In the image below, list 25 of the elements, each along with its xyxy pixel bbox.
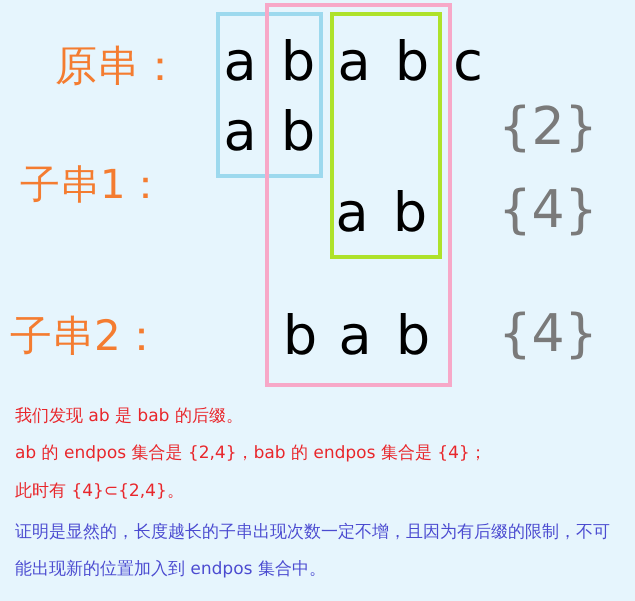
letter: b — [282, 309, 318, 363]
letter: c — [453, 35, 483, 89]
row-label: 子串2： — [10, 315, 163, 357]
endpos-set: {4} — [498, 184, 598, 236]
letter: b — [396, 309, 430, 363]
highlight-box — [330, 12, 442, 259]
letter: b — [394, 35, 430, 89]
letter: a — [335, 186, 369, 240]
highlight-box — [265, 3, 452, 387]
letter: b — [280, 105, 316, 159]
letter: a — [223, 105, 257, 159]
endpos-set: {2} — [498, 101, 598, 153]
note-text: ab 的 endpos 集合是 {2,4}，bab 的 endpos 集合是 {4}； — [15, 445, 487, 462]
row-label: 子串1： — [20, 165, 166, 205]
note-text: 此时有 {4}⊂{2,4}。 — [15, 483, 184, 500]
endpos-set: {4} — [498, 308, 598, 360]
letter: b — [392, 186, 428, 240]
letter: a — [337, 35, 371, 89]
note-text: 我们发现 ab 是 bab 的后缀。 — [15, 408, 243, 425]
letter: a — [223, 35, 257, 89]
letter: a — [338, 309, 372, 363]
note-text: 证明是显然的，长度越长的子串出现次数一定不增，且因为有后缀的限制，不可能出现新的位置加入到 endpos 集合中。 — [15, 521, 611, 581]
letter: b — [280, 35, 316, 89]
row-label: 原串： — [55, 45, 181, 87]
highlight-box — [216, 12, 323, 178]
